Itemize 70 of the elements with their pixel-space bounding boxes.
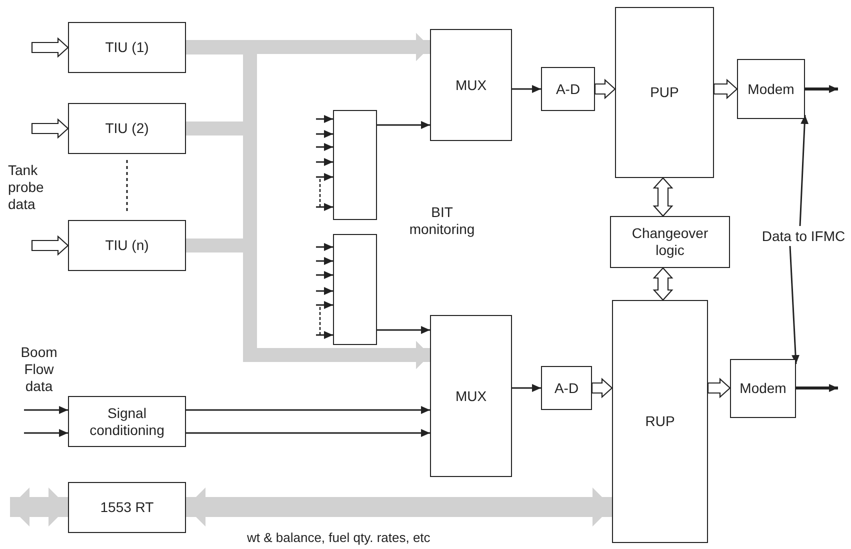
hollow-arrow <box>31 37 69 58</box>
block-label: Data to IFMC <box>762 228 846 244</box>
bus-arrow <box>10 487 68 527</box>
arrow <box>316 203 333 211</box>
block-box <box>68 396 186 447</box>
arrow <box>316 331 333 339</box>
hollow-arrow <box>713 78 738 100</box>
block-label: Modem <box>740 380 786 397</box>
arrow <box>186 429 430 437</box>
block-box <box>333 110 377 220</box>
arrow <box>316 287 333 295</box>
arrow <box>316 115 333 123</box>
arrow <box>377 121 430 129</box>
annotation-text: Tank probe data <box>8 162 45 213</box>
block-box <box>730 359 796 418</box>
hollow-arrow <box>594 78 616 100</box>
arrow <box>512 85 541 93</box>
block-box <box>68 22 186 73</box>
block-box <box>541 67 595 111</box>
hollow-arrow <box>652 267 674 301</box>
arrow <box>316 301 333 309</box>
block-box <box>333 234 377 345</box>
arrow <box>316 143 333 151</box>
block-label: TIU (1) <box>105 39 149 56</box>
hollow-arrow <box>31 118 69 139</box>
block-box <box>737 59 805 119</box>
block-label: Modem <box>748 80 794 98</box>
block-box <box>541 366 592 410</box>
block-box <box>68 220 186 271</box>
arrow <box>24 406 68 414</box>
block-label: A-D <box>556 80 580 98</box>
block-box <box>612 300 708 543</box>
bus-arrow <box>186 487 612 527</box>
arrow <box>512 384 541 392</box>
block-label: MUX <box>455 388 487 404</box>
block-box <box>610 216 730 268</box>
edge-label: wt & balance, fuel qty. rates, etc <box>247 530 430 546</box>
arrow <box>316 243 333 251</box>
block-box <box>430 315 512 477</box>
arrow <box>316 173 333 181</box>
block-box <box>615 7 714 178</box>
block-label: MUX <box>455 76 487 94</box>
annotation-text: Boom Flow data <box>20 344 58 395</box>
arrow <box>799 114 809 226</box>
hollow-arrow <box>652 177 674 217</box>
arrow <box>316 271 333 279</box>
block-label: TIU (n) <box>105 237 149 254</box>
arrow <box>789 246 800 364</box>
annotation-text: BIT monitoring <box>408 204 476 238</box>
hollow-arrow <box>707 378 731 398</box>
arrow <box>186 406 430 414</box>
block-box <box>68 103 186 154</box>
block-label: PUP <box>650 84 679 101</box>
hollow-arrow <box>591 378 613 398</box>
block-label: A-D <box>554 380 579 396</box>
block-box <box>68 482 186 533</box>
hollow-arrow <box>31 235 69 256</box>
arrow <box>796 384 838 392</box>
arrow <box>377 326 430 334</box>
block-box <box>430 29 512 141</box>
block-label: RUP <box>645 413 675 430</box>
block-label: TIU (2) <box>105 120 149 137</box>
arrow <box>24 429 68 437</box>
arrow <box>316 158 333 166</box>
arrow <box>316 130 333 138</box>
block-label: Changeover logic <box>630 225 710 259</box>
block-label: 1553 RT <box>100 499 154 516</box>
block-label: Signal conditioning <box>88 404 166 438</box>
arrow <box>805 85 838 93</box>
arrow <box>316 257 333 265</box>
